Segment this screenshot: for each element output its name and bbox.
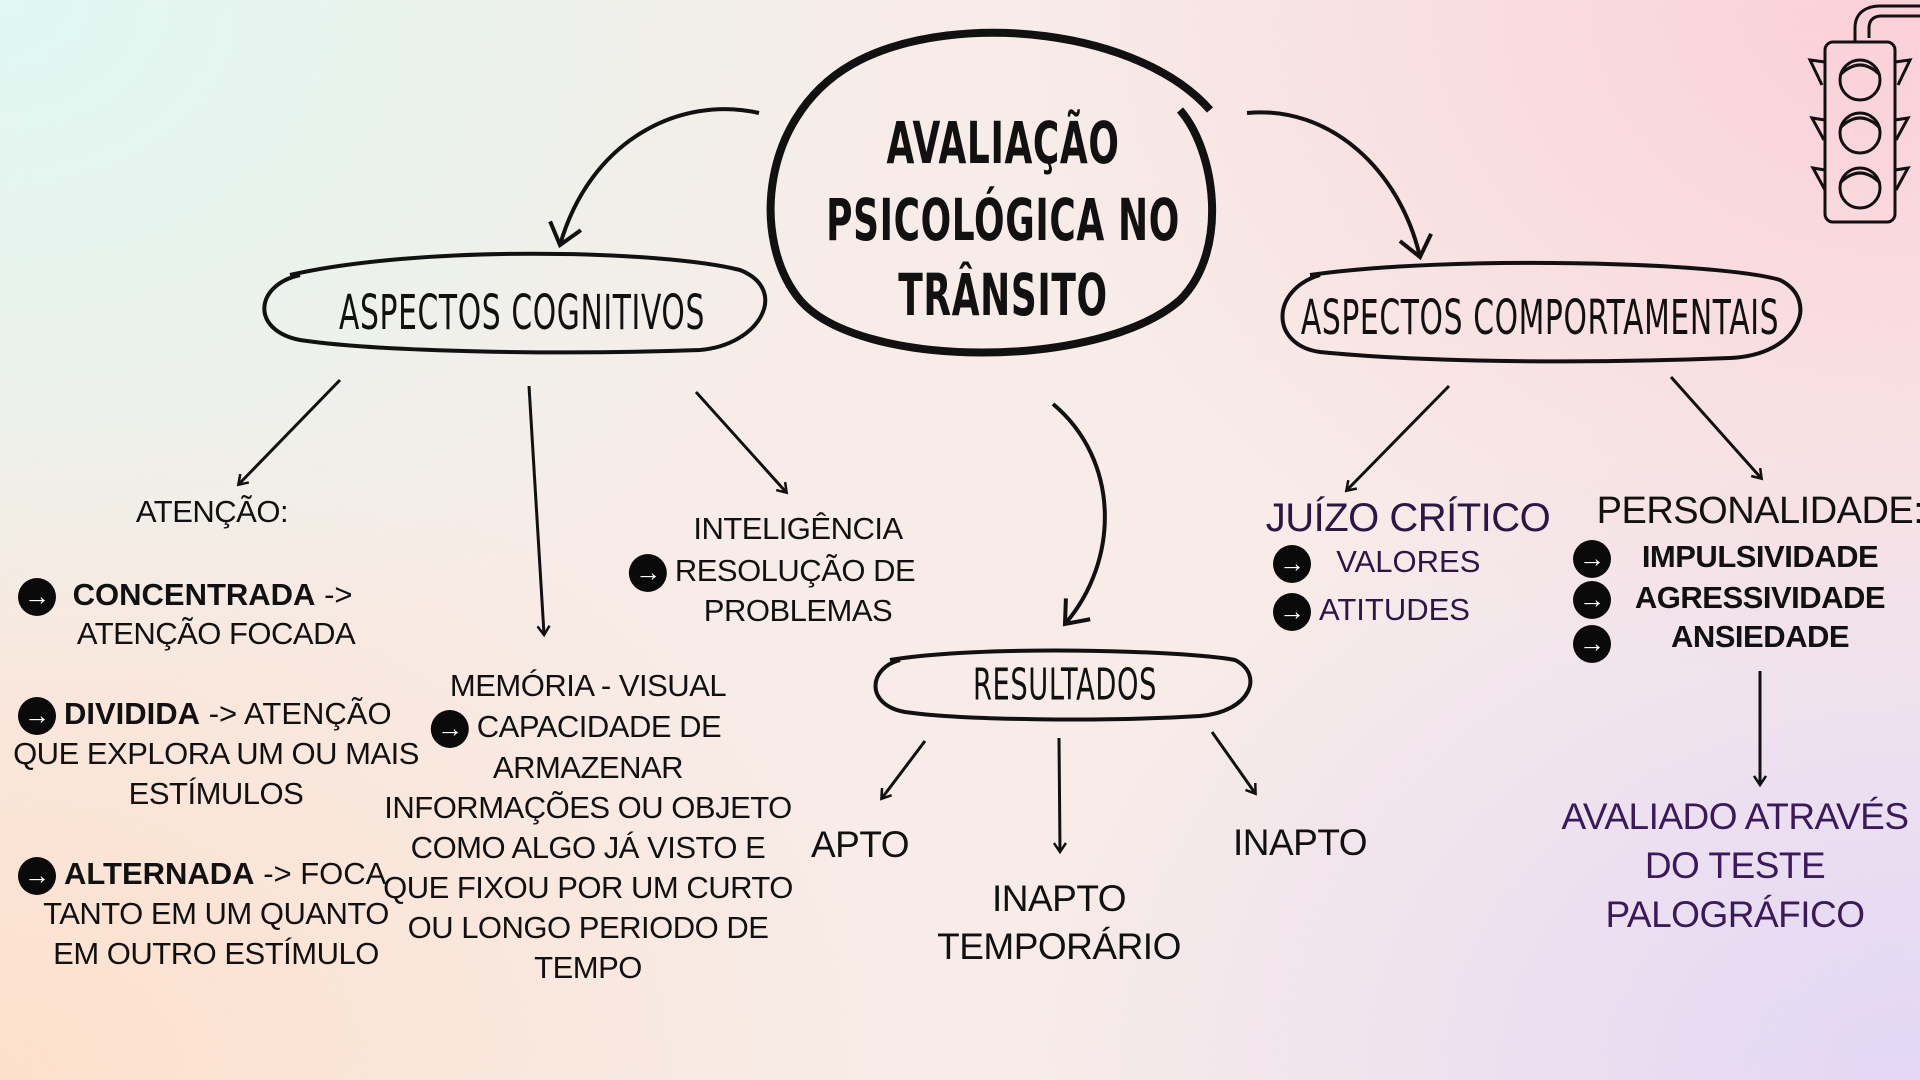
- personality-item: →: [1573, 537, 1619, 578]
- arrow-circle-icon: →: [1273, 544, 1311, 583]
- attention-desc: ATENÇÃO FOCADA: [76, 616, 356, 651]
- memory-line: COMO ALGO JÁ VISTO E: [410, 830, 766, 865]
- memory-line: INFORMAÇÕES OU OBJETO: [384, 790, 792, 825]
- arrow-circle-icon: →: [628, 553, 667, 592]
- judgment-item: → VALORES: [1273, 542, 1480, 583]
- result-inapto-temp: TEMPORÁRIO: [937, 926, 1181, 967]
- evaluated-line: AVALIADO ATRAVÉS: [1561, 796, 1909, 837]
- arrow-circle-icon: →: [18, 856, 56, 895]
- personality-item: →: [1573, 622, 1619, 663]
- memory-heading: MEMÓRIA - VISUAL: [449, 668, 727, 703]
- attention-desc: QUE EXPLORA UM OU MAIS: [13, 736, 419, 771]
- item-label: DIVIDIDA: [64, 696, 201, 731]
- personality-text: ANSIEDADE: [1670, 619, 1850, 654]
- title-line-3: TRÂNSITO: [898, 261, 1108, 329]
- attention-desc: EM OUTRO ESTÍMULO: [53, 936, 379, 971]
- result-inapto: INAPTO: [1232, 822, 1368, 863]
- title-line-1: AVALIAÇÃO: [886, 109, 1120, 177]
- behavioral-node: ASPECTOS COMPORTAMENTAIS: [1300, 290, 1780, 346]
- item-text: -> ATENÇÃO: [200, 696, 392, 731]
- cognitive-node: ASPECTOS COGNITIVOS: [339, 285, 705, 341]
- memory-line: TEMPO: [534, 950, 642, 985]
- arrow-circle-icon: →: [1273, 592, 1311, 631]
- traffic-light-icon: [1807, 4, 1920, 224]
- attention-item-divided: →DIVIDIDA -> ATENÇÃO: [18, 694, 392, 735]
- personality-heading: PERSONALIDADE:: [1596, 490, 1920, 532]
- results-oval: [873, 648, 1253, 722]
- curved-arrow-right: [1246, 110, 1433, 261]
- personality-text: IMPULSIVIDADE: [1641, 539, 1879, 574]
- result-apto: APTO: [810, 824, 910, 865]
- intelligence-first: →RESOLUÇÃO DE: [628, 551, 916, 592]
- curved-arrow-results: [1051, 402, 1107, 627]
- personality-text: AGRESSIVIDADE: [1634, 580, 1886, 615]
- evaluated-line: DO TESTE: [1644, 845, 1826, 886]
- title-ellipse: [766, 28, 1217, 357]
- result-inapto-temp: INAPTO: [991, 878, 1127, 919]
- attention-desc: ESTÍMULOS: [128, 776, 304, 811]
- results-node: RESULTADOS: [972, 659, 1158, 711]
- personality-item: →: [1573, 578, 1619, 619]
- arrow-circle-icon: →: [1573, 539, 1611, 578]
- memory-first: →CAPACIDADE DE: [430, 707, 722, 748]
- item-text: ->: [315, 577, 353, 612]
- intelligence-line: PROBLEMAS: [703, 593, 893, 628]
- arrow-circle-icon: →: [430, 709, 469, 748]
- judgment-text: VALORES: [1336, 544, 1481, 579]
- judgment-heading: JUÍZO CRÍTICO: [1265, 496, 1551, 540]
- arrow-circle-icon: →: [18, 696, 56, 735]
- arrow-circle-icon: →: [1573, 580, 1611, 619]
- attention-desc: TANTO EM UM QUANTO: [43, 896, 389, 931]
- judgment-item: →ATITUDES: [1273, 590, 1470, 631]
- attention-item-alternating: →ALTERNADA -> FOCA: [18, 854, 386, 895]
- intelligence-heading: INTELIGÊNCIA: [693, 511, 903, 546]
- memory-text: CAPACIDADE DE: [476, 709, 722, 744]
- memory-line: ARMAZENAR: [492, 750, 684, 785]
- arrow-circle-icon: →: [1573, 624, 1611, 663]
- judgment-text: ATITUDES: [1319, 592, 1470, 627]
- attention-heading: ATENÇÃO:: [135, 494, 289, 529]
- cognitive-oval: [262, 251, 768, 355]
- evaluated-line: PALOGRÁFICO: [1605, 894, 1865, 935]
- item-label: CONCENTRADA: [72, 577, 316, 612]
- curved-arrow-left: [548, 107, 760, 249]
- item-label: ALTERNADA: [64, 856, 255, 891]
- item-text: -> FOCA: [254, 856, 387, 891]
- behavioral-oval: [1280, 260, 1803, 364]
- attention-item-concentrated: → CONCENTRADA ->: [18, 575, 353, 616]
- intelligence-text: RESOLUÇÃO DE: [674, 553, 916, 588]
- memory-line: QUE FIXOU POR UM CURTO: [383, 870, 793, 905]
- arrow-circle-icon: →: [18, 577, 56, 616]
- title-line-2: PSICOLÓGICA NO: [826, 186, 1180, 254]
- memory-line: OU LONGO PERIODO DE: [407, 910, 769, 945]
